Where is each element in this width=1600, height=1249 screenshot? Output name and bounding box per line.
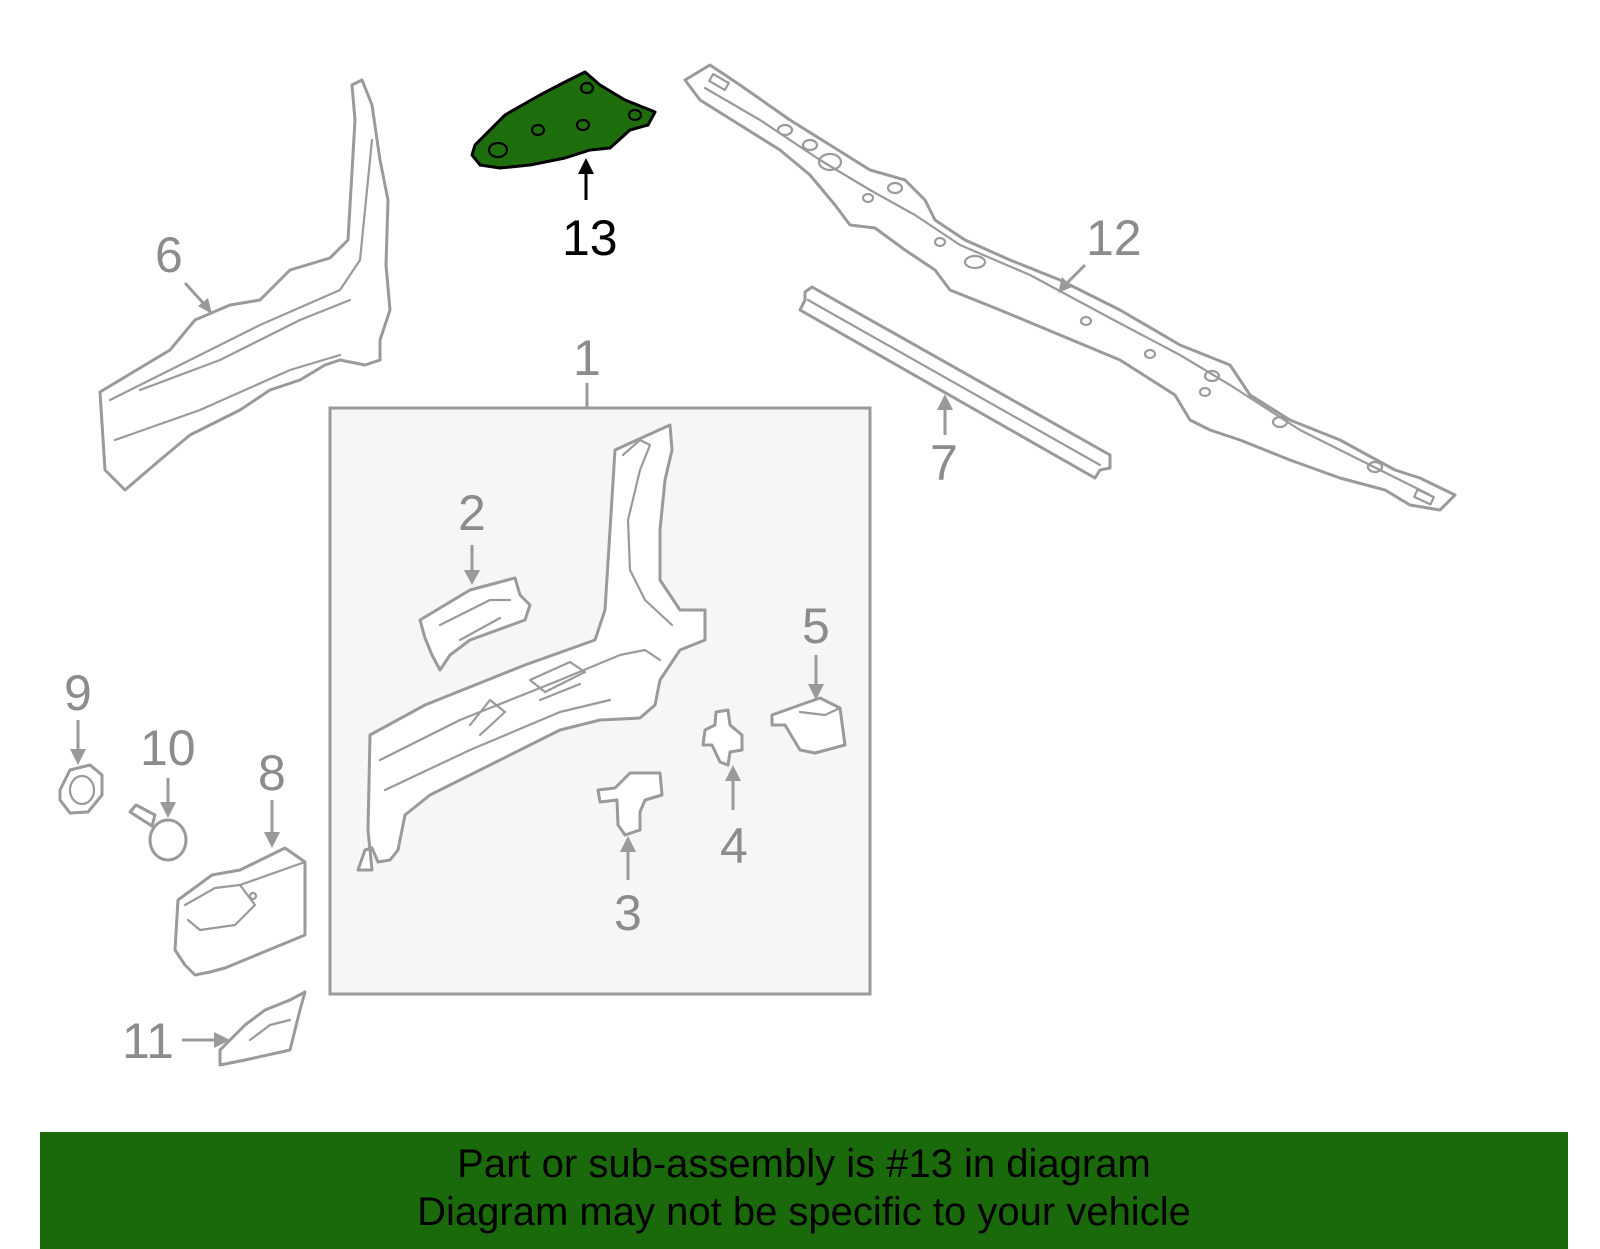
part-4-clip [701,708,744,767]
callout-6-leader [183,281,207,307]
part-13-bracket [470,70,657,170]
banner-line-1: Part or sub-assembly is #13 in diagram [457,1142,1151,1186]
callout-3: 3 [614,885,642,941]
callout-9: 9 [64,665,92,721]
part-6-pillar [98,78,392,492]
callout-12-leader [1063,263,1087,287]
callout-2: 2 [458,485,486,541]
callout-8: 8 [258,745,286,801]
info-banner: Part or sub-assembly is #13 in diagram D… [40,1132,1568,1249]
callout-1: 1 [573,330,601,386]
callout-10: 10 [140,720,196,776]
part-3-clip [596,771,664,837]
part-7-rail [798,285,1112,480]
part-9-nut [58,763,104,815]
part-2-bracket [418,576,532,672]
part-10-bolt [128,803,188,862]
parts-diagram: 1 6 13 12 [58,63,1457,1069]
part-1-quarter-panel [356,423,707,872]
callout-12: 12 [1086,210,1142,266]
callout-11: 11 [122,1013,174,1069]
callout-4: 4 [720,818,748,874]
callout-5: 5 [802,598,830,654]
part-5-bracket [770,696,847,755]
part-8-bracket [173,846,307,977]
callout-13[interactable]: 13 [562,210,618,266]
callout-7: 7 [930,435,958,491]
part-11-bracket [218,990,307,1067]
callout-6: 6 [155,227,183,283]
banner-line-2: Diagram may not be specific to your vehi… [417,1190,1191,1234]
